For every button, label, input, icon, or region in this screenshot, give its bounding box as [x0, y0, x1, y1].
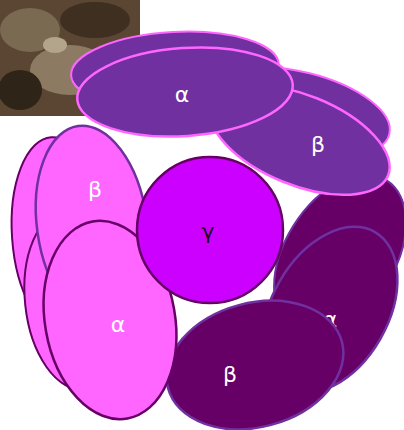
- node-label: α: [111, 312, 126, 337]
- label-holder: β: [223, 364, 237, 386]
- label-holder: β: [311, 134, 325, 156]
- label-holder: γ: [201, 221, 214, 243]
- label-holder: β: [88, 179, 102, 201]
- node-label: β: [88, 177, 102, 202]
- gamma-circle: γ: [132, 152, 288, 308]
- node-label: β: [223, 362, 237, 387]
- node-label: β: [311, 132, 325, 157]
- label-holder: α: [111, 314, 126, 336]
- node-label: α: [175, 82, 190, 107]
- node-label: γ: [201, 219, 214, 244]
- label-holder: α: [175, 84, 190, 106]
